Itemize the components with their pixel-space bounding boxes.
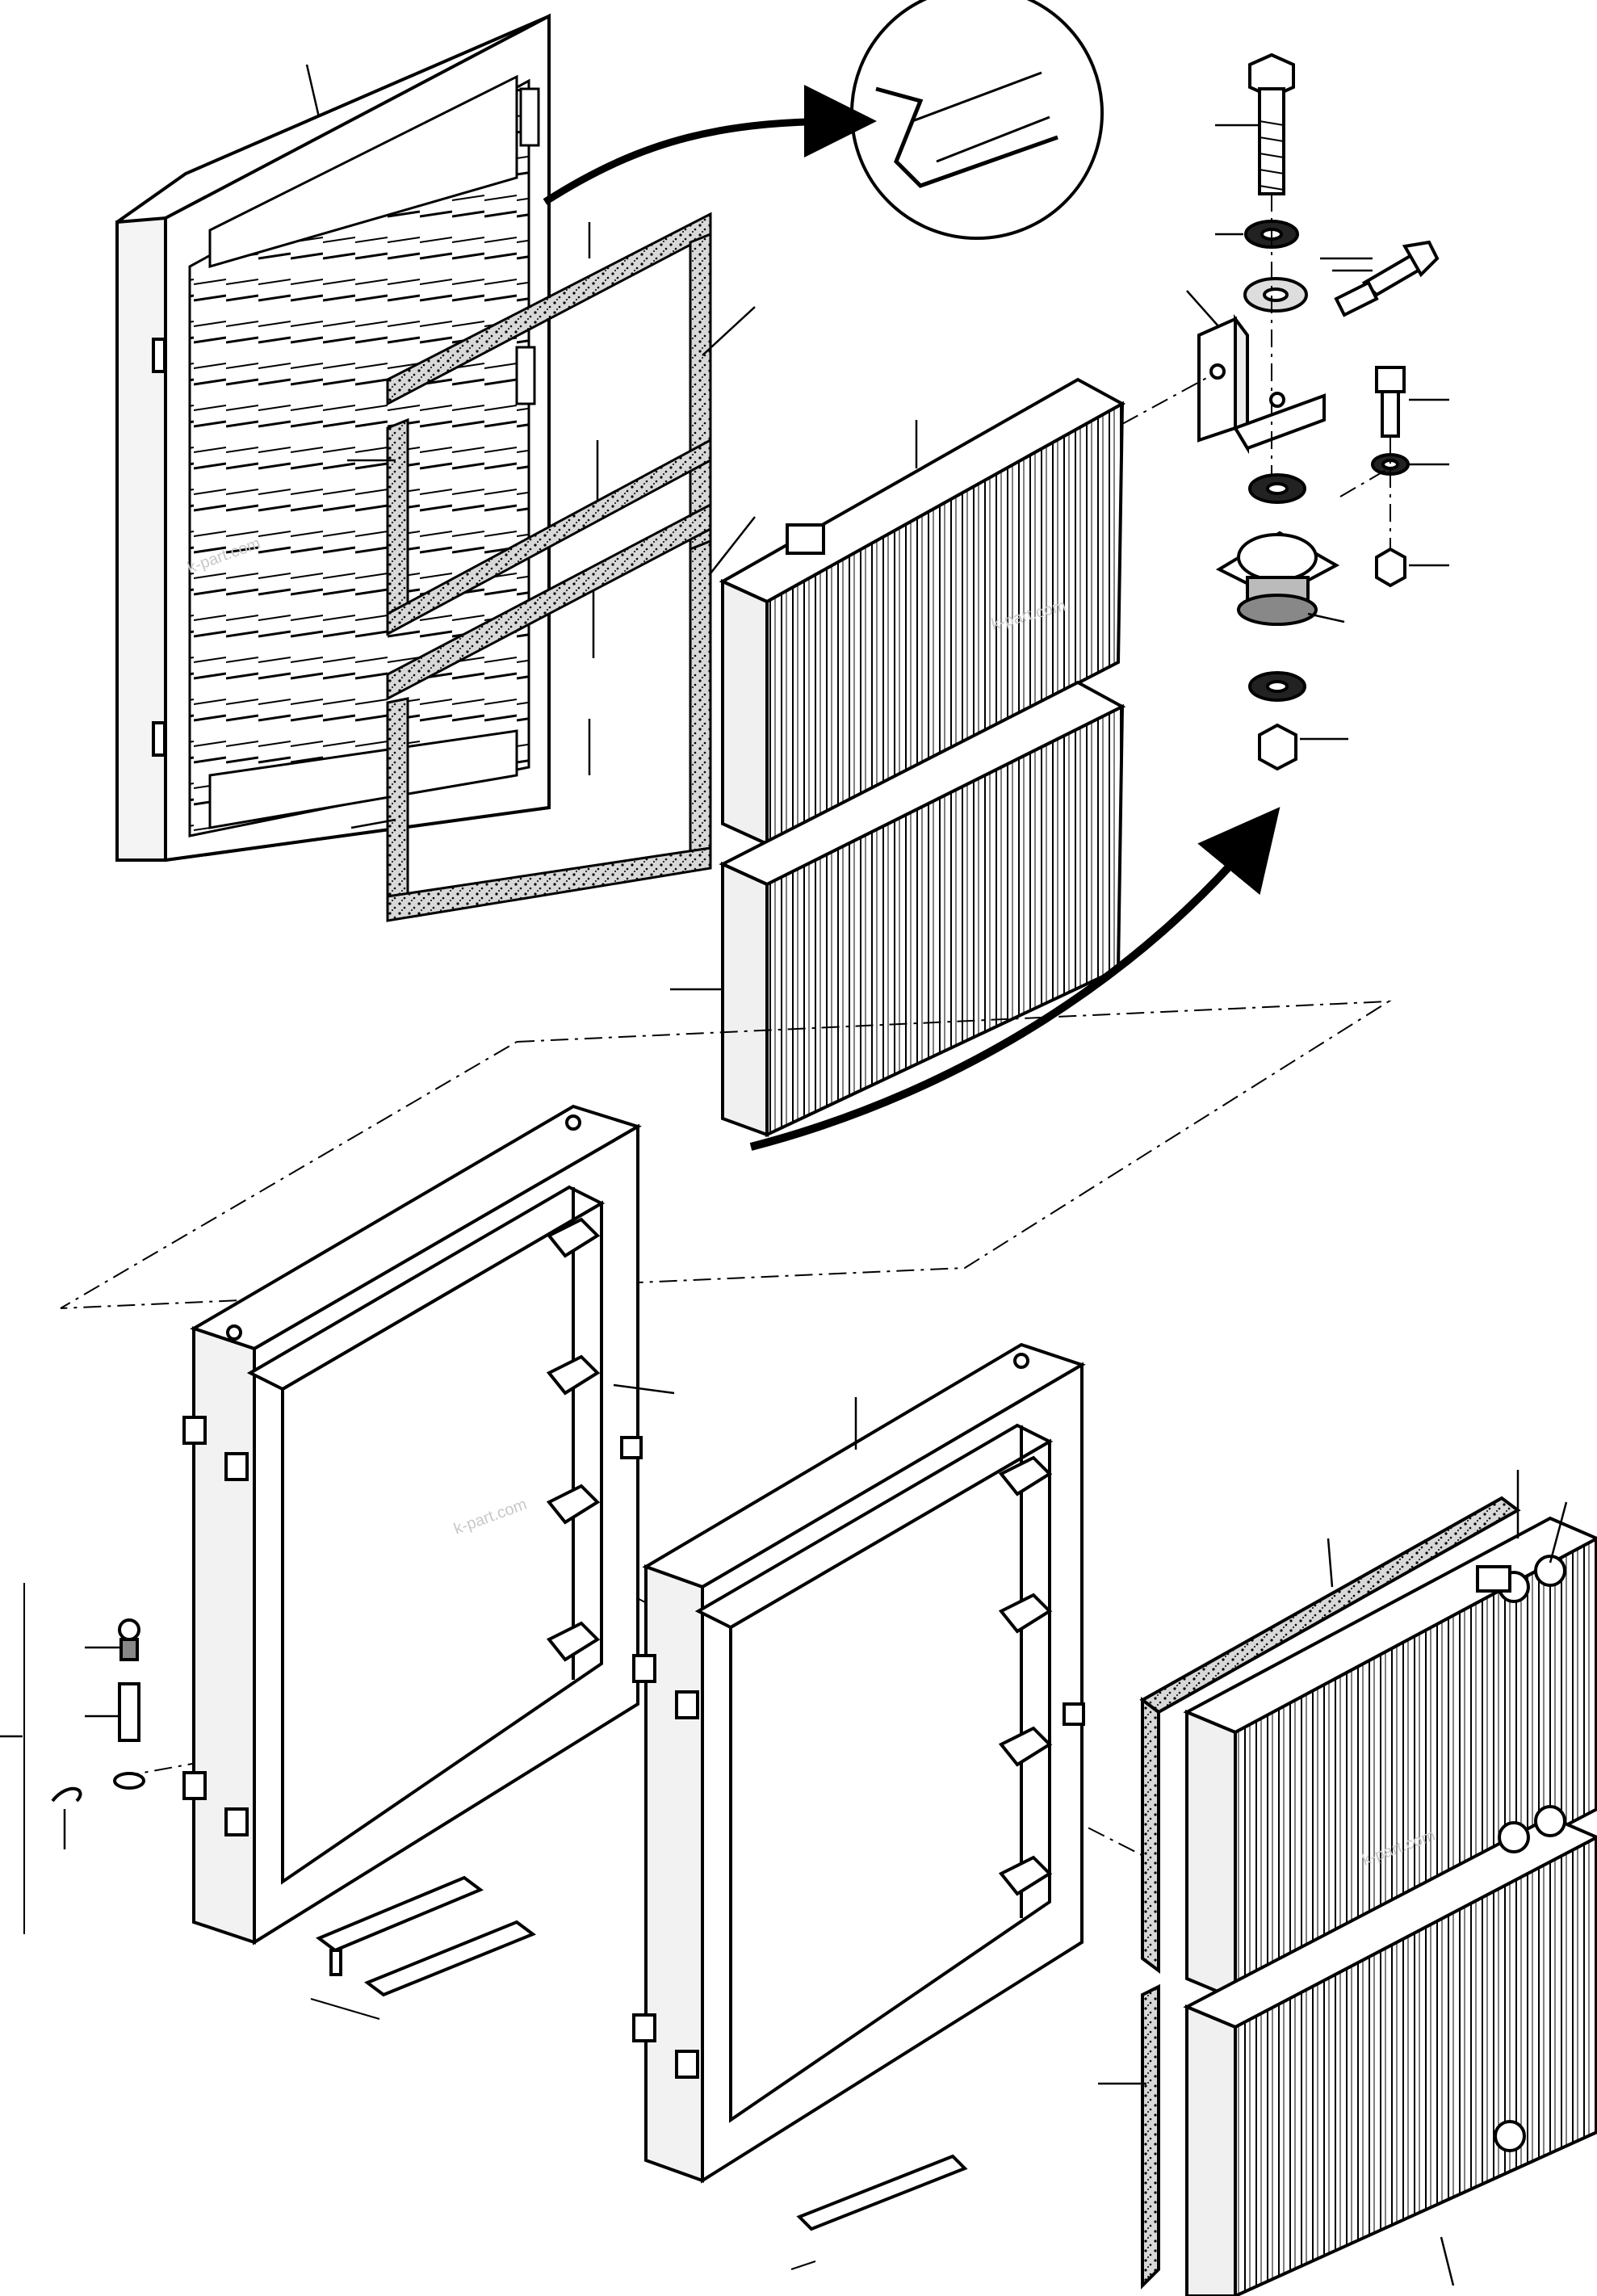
- foam-seal-frames: [386, 212, 712, 922]
- upper-cooler-cores: [719, 377, 1126, 1138]
- louver-profile-detail: [850, 0, 1104, 240]
- louver-grille-panel: [115, 13, 551, 863]
- assembly-guide-lines: [60, 194, 1392, 1858]
- assembly-arrows: [543, 85, 1281, 1151]
- callout-leader-lines: [0, 64, 1568, 2286]
- right-cooler-assembly: [1139, 1496, 1597, 2296]
- left-support-frame: [182, 1104, 643, 1946]
- small-hardware-parts: [23, 1583, 968, 2270]
- center-support-frame: [632, 1342, 1086, 2184]
- mounting-hardware: [1197, 52, 1440, 771]
